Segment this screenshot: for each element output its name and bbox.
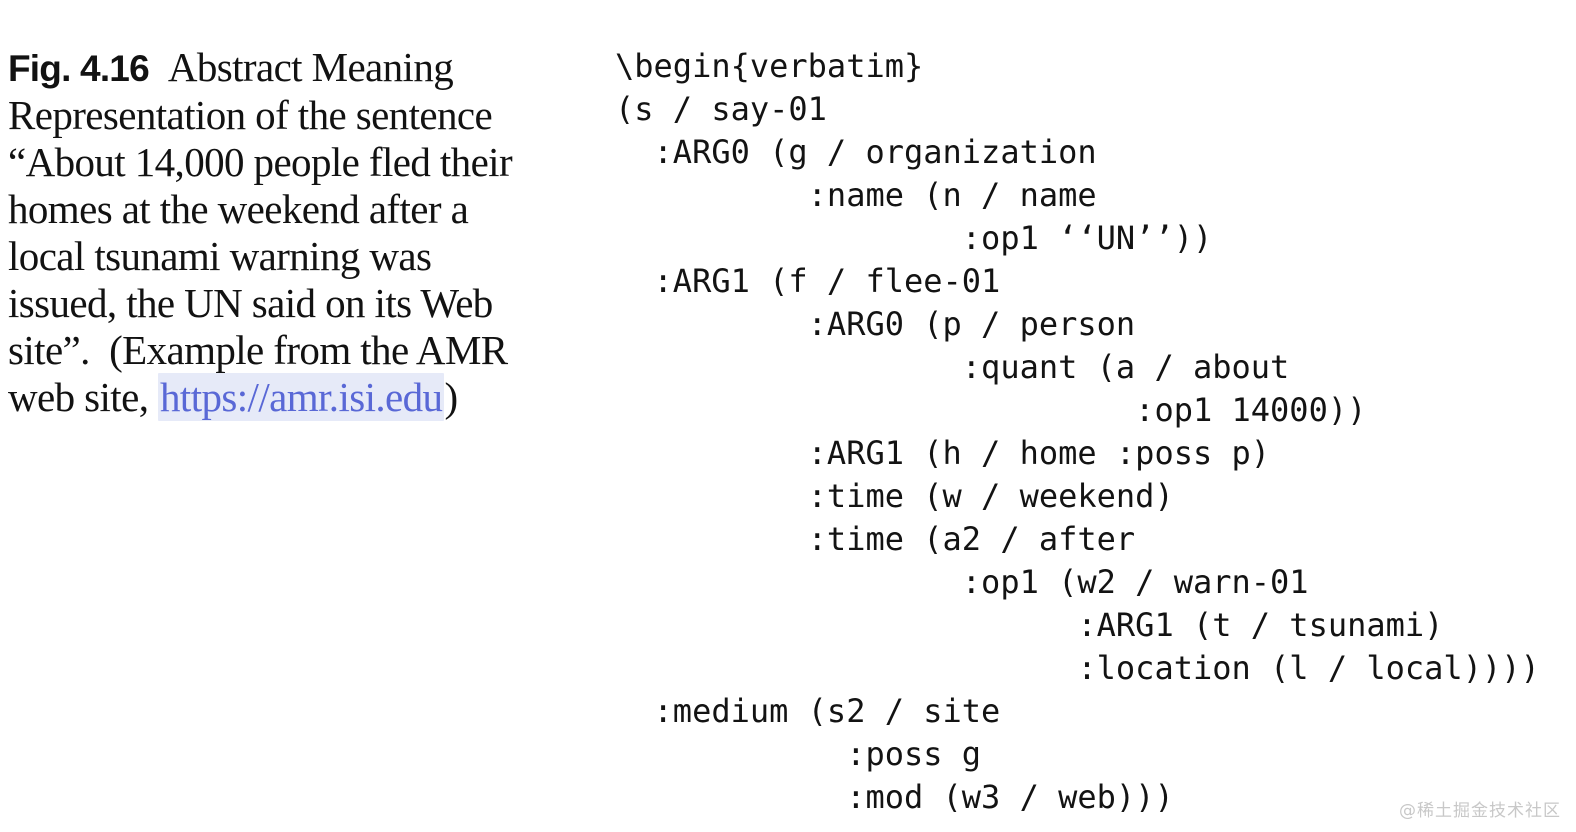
caption-text: web site, bbox=[8, 374, 158, 420]
caption-line: issued, the UN said on its Web bbox=[8, 280, 493, 326]
caption-line: site”. (Example from the AMR bbox=[8, 327, 508, 373]
caption-line: web site, https://amr.isi.edu) bbox=[8, 373, 568, 421]
caption-line: “About 14,000 people fled their bbox=[8, 139, 513, 185]
amr-website-link[interactable]: https://amr.isi.edu bbox=[158, 373, 445, 421]
caption-text: Abstract Meaning bbox=[167, 44, 454, 90]
caption-line: Fig. 4.16 Abstract Meaning bbox=[8, 44, 568, 92]
caption-closing-paren: ) bbox=[444, 374, 458, 420]
amr-verbatim-code-block: \begin{verbatim} (s / say-01 :ARG0 (g / … bbox=[615, 47, 1540, 816]
figure-number-label: Fig. 4.16 bbox=[8, 48, 150, 89]
caption-line: local tsunami warning was bbox=[8, 233, 432, 279]
caption-line: Representation of the sentence bbox=[8, 92, 493, 138]
caption-line: homes at the weekend after a bbox=[8, 186, 469, 232]
juejin-watermark: @稀土掘金技术社区 bbox=[1399, 801, 1561, 821]
